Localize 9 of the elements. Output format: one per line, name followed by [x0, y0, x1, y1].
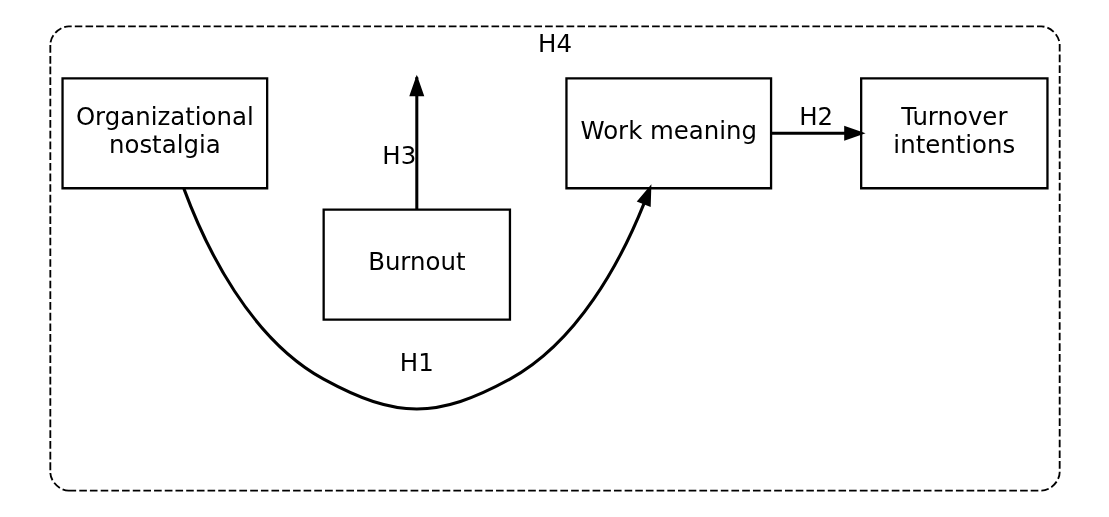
edge-label: H2 [798, 102, 833, 132]
node-box: Work meaning [564, 77, 772, 190]
edge-label: H3 [381, 140, 416, 170]
arrow [181, 184, 651, 411]
node-box: Burnout [322, 208, 511, 321]
edge-label: H1 [399, 348, 434, 378]
arrow [770, 125, 866, 141]
node-box: Turnover intentions [859, 77, 1049, 190]
node-box: Organizational nostalgia [60, 77, 268, 190]
